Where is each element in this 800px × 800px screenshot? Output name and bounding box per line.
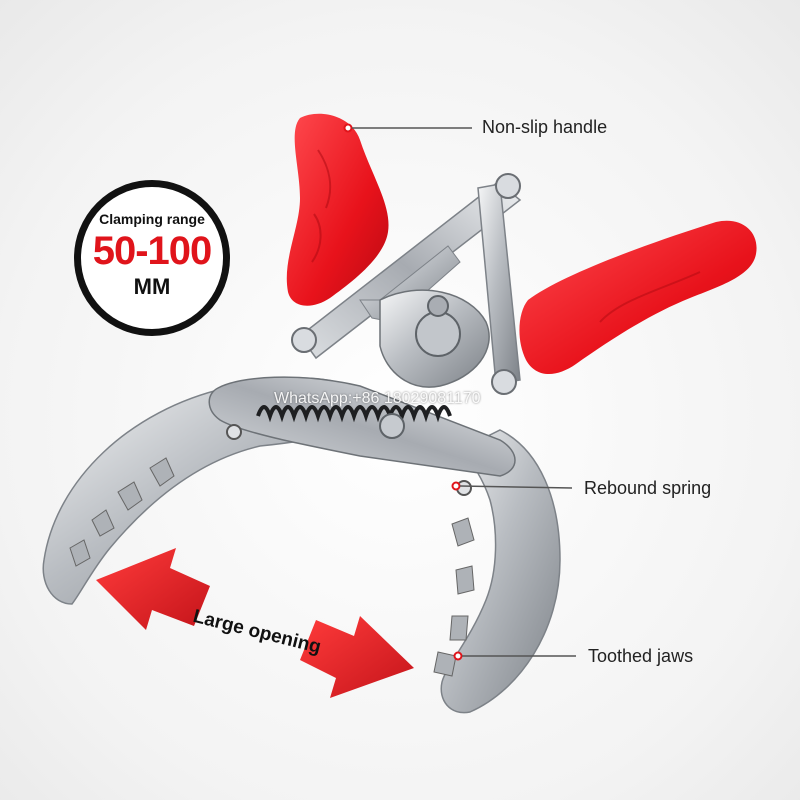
spring-leader-line [459, 485, 573, 489]
left-handle [286, 113, 389, 306]
right-handle [519, 220, 757, 375]
watermark-text: WhatsApp:+86 18029081170 [274, 390, 481, 407]
handle-callout: Non-slip handle [482, 117, 608, 137]
spring-coil [256, 405, 452, 423]
clamping-range-badge: Clamping range 50-100 MM [74, 180, 230, 336]
badge-unit: MM [133, 274, 171, 299]
badge-range: 50-100 [92, 229, 213, 273]
right-opening-arrow [300, 616, 414, 698]
spring-callout: Rebound spring [584, 478, 712, 498]
jaws-callout: Toothed jaws [588, 646, 694, 666]
spring-bracket [208, 376, 516, 477]
right-jaw [440, 429, 561, 714]
badge-caption: Clamping range [99, 211, 205, 227]
left-opening-arrow [96, 548, 210, 630]
linkage-bar-2 [477, 183, 521, 385]
